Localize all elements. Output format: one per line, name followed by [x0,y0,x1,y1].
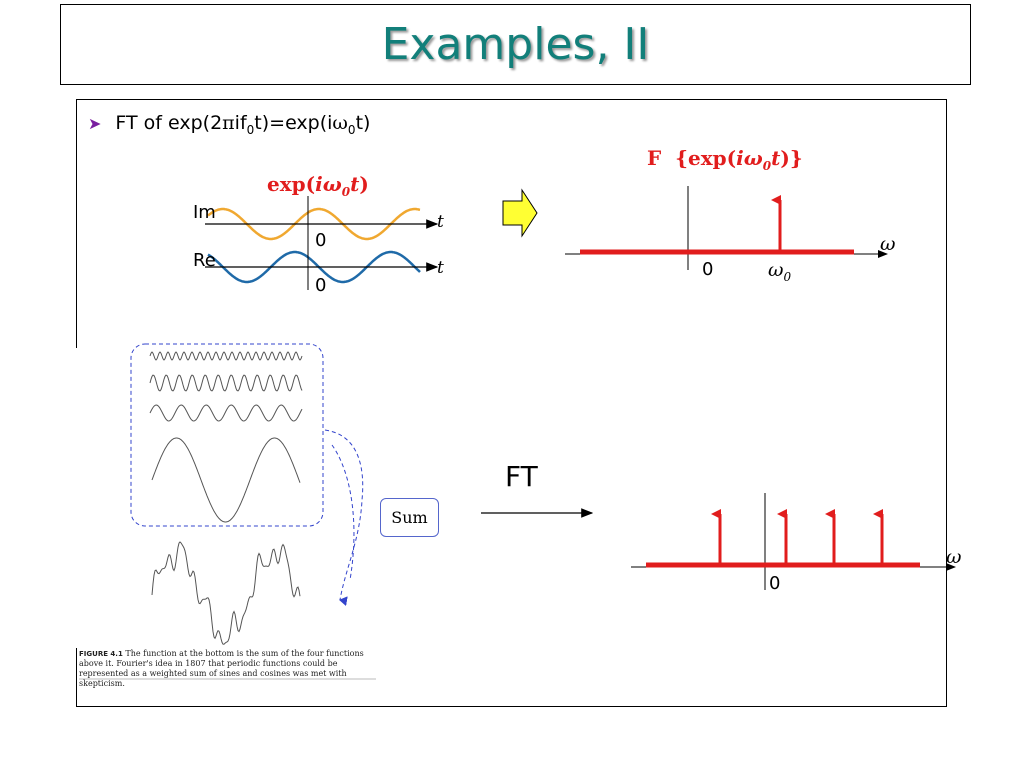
right-title-i: iω [736,146,763,170]
sum-box: Sum [380,498,439,537]
summed-function [151,541,301,645]
bullet-sub2: 0 [347,122,356,137]
left-title-sub: 0 [341,185,351,199]
bullet-mid1: if [234,112,247,134]
component-wave-3 [149,404,303,422]
implies-arrow-icon [502,188,538,238]
sum-dashed-arrow [324,429,364,607]
right-plot-title: F {exp(iω0t)} [647,146,803,173]
slide-title: Examples, II [381,19,650,70]
bullet-arrow-icon: ➤ [88,114,102,133]
bullet-mid2: t)=exp(i [254,112,333,134]
bullet-line: ➤FT of exp(2πif0t)=exp(iω0t) [88,112,370,137]
re-wave [207,250,421,284]
lower-omega-label: ω [946,546,962,568]
omega0-sub: 0 [783,269,792,284]
omega0-symbol: ω [768,259,784,281]
bullet-omega: ω [332,112,348,134]
caption-label: FIGURE 4.1 [79,650,123,658]
right-omega-label: ω [880,233,896,255]
zero-top: 0 [315,230,327,251]
right-zero: 0 [702,259,714,280]
zero-bottom: 0 [315,275,327,296]
bullet-prefix: FT of exp(2 [115,112,223,134]
component-wave-2 [149,374,303,392]
left-title-close: ) [359,172,369,196]
right-title-close: )} [780,146,803,170]
left-title-t: t [350,172,360,196]
im-wave [207,207,421,241]
component-wave-4 [151,437,301,523]
caption-text: The function at the bottom is the sum of… [79,649,364,688]
left-title-i: iω [315,172,342,196]
t-label-bottom: t [437,258,444,278]
re-label: Re [193,250,216,271]
title-box: Examples, II [60,4,971,85]
right-omega0: ω0 [768,259,791,284]
components-box [130,343,324,527]
frame-gap [70,348,82,648]
lower-zero: 0 [769,573,781,594]
bullet-sub1: 0 [246,122,255,137]
right-title-f: F [647,146,662,170]
bullet-end: t) [355,112,371,134]
im-label: Im [193,202,216,223]
sum-dashed-arrow-inner [331,444,355,581]
component-wave-1 [149,351,303,361]
left-title-main: exp( [267,172,316,196]
right-title-t: t [771,146,781,170]
figure-caption: FIGURE 4.1 The function at the bottom is… [79,649,379,689]
ft-label: FT [505,460,538,493]
bullet-pi: π [222,112,235,134]
right-title-open: {exp( [675,146,737,170]
t-label-top: t [437,212,444,232]
right-title-sub: 0 [762,159,772,173]
left-plot-title: exp(iω0t) [267,172,369,199]
